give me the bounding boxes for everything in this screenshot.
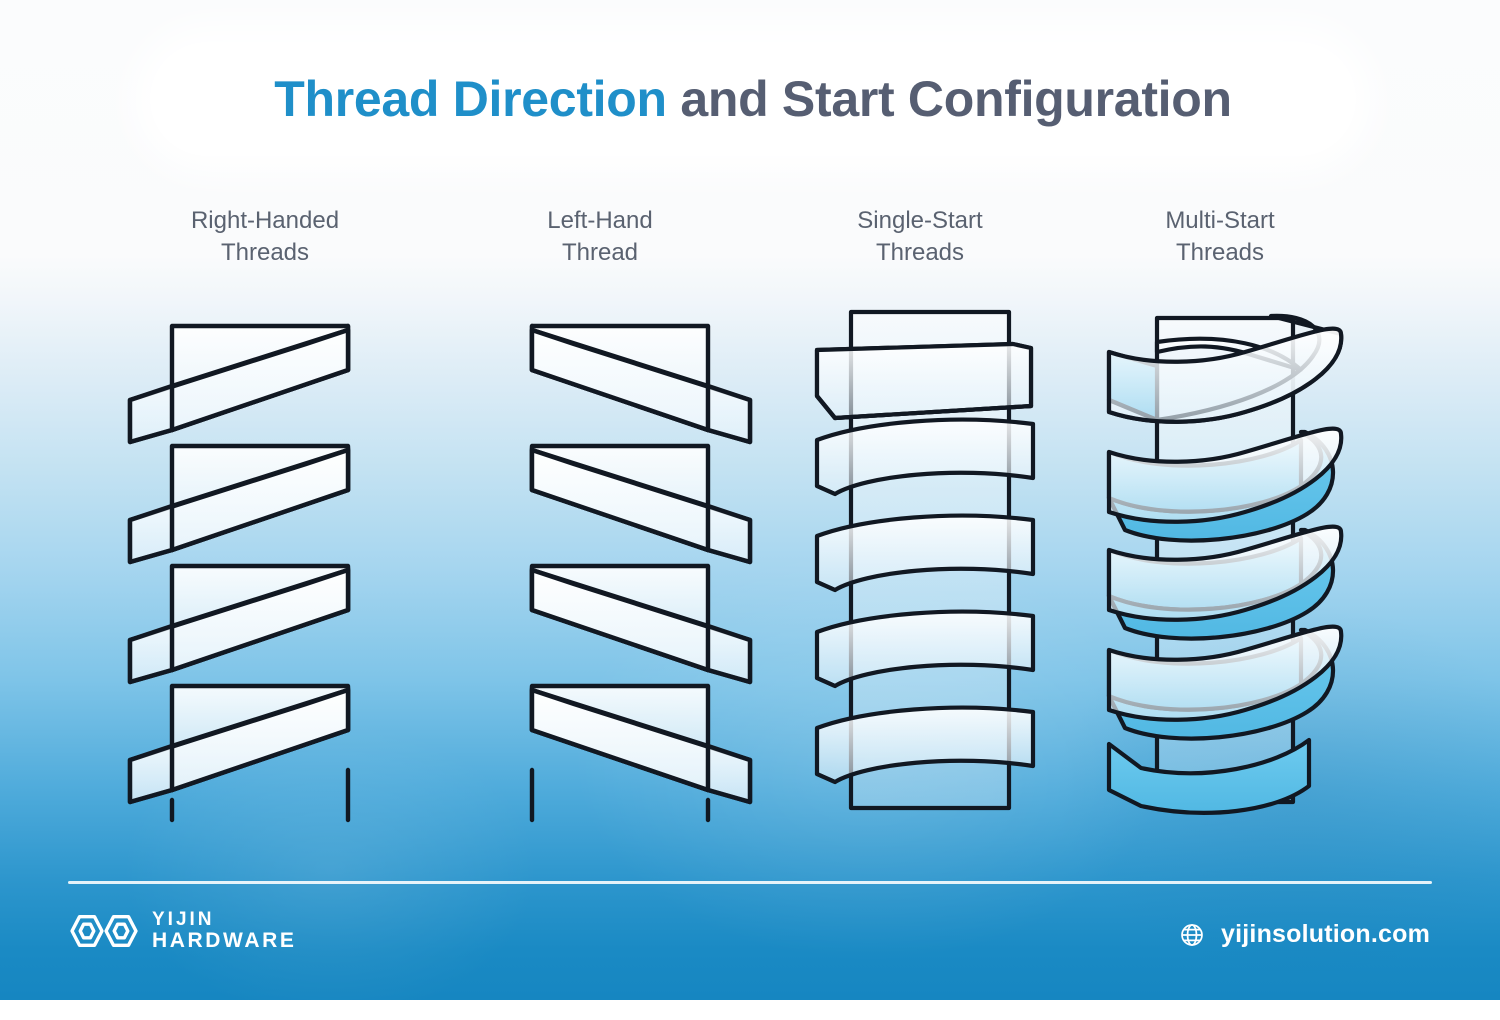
label-line-1: Right-Handed — [190, 207, 340, 234]
title-card: Thread Direction and Start Configuration — [150, 42, 1356, 156]
label-multi-start-threads: Multi-Start Threads — [1075, 205, 1365, 285]
column-labels: Right-Handed Threads Left-Hand Thread Si… — [0, 205, 1500, 285]
single-start-thread-helix-icon — [814, 309, 1036, 811]
website-url[interactable]: yijinsolution.com — [1221, 920, 1430, 948]
right-handed-thread-helix-icon — [127, 323, 351, 823]
brand-name-bottom: HARDWARE — [152, 928, 297, 952]
left-hand-thread-helix-icon — [529, 323, 753, 823]
label-right-handed-threads: Right-Handed Threads — [100, 205, 430, 285]
page-title: Thread Direction and Start Configuration — [274, 70, 1232, 128]
brand-text: YIJIN HARDWARE — [152, 908, 297, 952]
brand-lockup: YIJIN HARDWARE — [70, 908, 296, 954]
globe-icon — [1181, 923, 1203, 946]
label-line-1: Single-Start — [857, 207, 983, 234]
label-line-2: Threads — [1175, 239, 1265, 266]
page-title-rest: and Start Configuration — [666, 71, 1232, 127]
label-single-start-threads: Single-Start Threads — [775, 205, 1065, 285]
label-line-2: Threads — [220, 239, 310, 266]
website-lockup[interactable]: yijinsolution.com — [1179, 920, 1430, 949]
figure-right-handed-threads — [110, 300, 410, 823]
figures-row — [0, 300, 1500, 840]
footer-divider — [68, 881, 1432, 884]
label-line-2: Thread — [561, 239, 639, 266]
label-line-2: Threads — [875, 239, 965, 266]
page-title-accent: Thread Direction — [274, 71, 667, 127]
label-left-hand-thread: Left-Hand Thread — [450, 205, 750, 285]
figure-multi-start-threads — [1095, 300, 1355, 820]
brand-name-top: YIJIN — [152, 908, 215, 930]
label-line-1: Left-Hand — [547, 207, 653, 234]
figure-left-hand-thread — [470, 300, 770, 823]
infinity-hexagon-logo-icon — [70, 915, 138, 947]
multi-start-thread-helix-icon — [1106, 313, 1344, 815]
label-line-1: Multi-Start — [1165, 207, 1275, 234]
figure-single-start-threads — [805, 300, 1055, 820]
